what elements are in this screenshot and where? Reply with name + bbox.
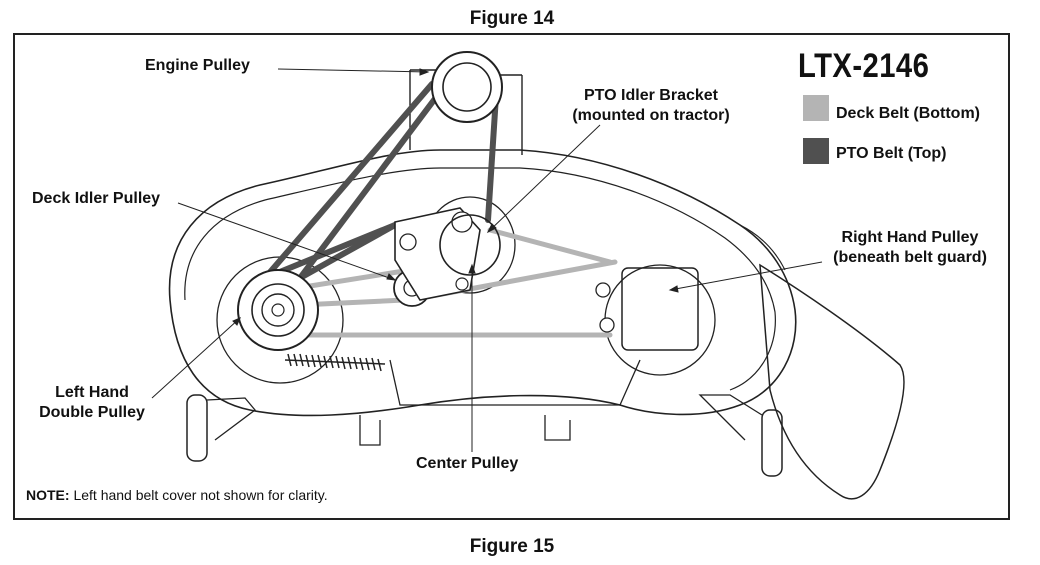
note-body: Left hand belt cover not shown for clari… xyxy=(69,487,328,503)
label-left-hand-double-pulley-line2: Double Pulley xyxy=(39,404,145,421)
label-right-hand-pulley: Right Hand Pulley (beneath belt guard) xyxy=(820,228,1000,268)
label-pto-idler-bracket: PTO Idler Bracket (mounted on tractor) xyxy=(556,86,746,126)
label-left-hand-double-pulley: Left Hand Double Pulley xyxy=(30,383,154,423)
front-hitch-right xyxy=(544,415,571,441)
left-gauge-wheel xyxy=(186,394,208,462)
pto-belt xyxy=(262,81,499,281)
front-hitch-left xyxy=(359,415,381,446)
legend-swatch-pto-belt xyxy=(803,138,829,164)
leader-deck-idler-pulley xyxy=(177,202,396,281)
right-gauge-wheel xyxy=(761,409,783,477)
label-left-hand-double-pulley-line1: Left Hand xyxy=(55,384,129,401)
figure-caption-top: Figure 14 xyxy=(469,8,555,29)
tension-spring xyxy=(284,353,386,372)
label-right-hand-pulley-line2: (beneath belt guard) xyxy=(833,249,987,266)
label-pto-idler-bracket-line1: PTO Idler Bracket xyxy=(584,87,718,104)
leader-left-hand-double-pulley xyxy=(151,317,241,399)
leader-pto-idler-bracket xyxy=(487,124,601,233)
note-prefix: NOTE: xyxy=(26,487,70,503)
right-pulley-bolt-bottom xyxy=(599,317,615,333)
deck-inner-outline xyxy=(184,167,776,391)
model-number: LTX-2146 xyxy=(798,47,930,85)
label-center-pulley: Center Pulley xyxy=(416,455,519,472)
figure-caption-bottom: Figure 15 xyxy=(469,536,555,557)
legend-label-deck-belt: Deck Belt (Bottom) xyxy=(836,105,981,122)
leader-right-hand-pulley xyxy=(669,261,823,291)
deck-rim-right xyxy=(739,224,786,271)
pto-idler-bracket xyxy=(394,207,481,301)
left-hand-double-pulley xyxy=(237,269,319,351)
diagram-frame xyxy=(13,33,1010,520)
label-deck-idler-pulley: Deck Idler Pulley xyxy=(32,190,161,207)
leader-engine-pulley xyxy=(277,68,429,73)
discharge-chute xyxy=(759,263,905,500)
center-pulley xyxy=(439,214,501,276)
engine-pulley xyxy=(431,51,503,123)
right-belt-guard xyxy=(621,267,699,351)
deck-crossbar xyxy=(389,359,641,406)
deck-outline xyxy=(168,149,797,417)
label-pto-idler-bracket-line2: (mounted on tractor) xyxy=(572,107,730,124)
label-engine-pulley: Engine Pulley xyxy=(145,57,250,74)
right-pulley-bolt-top xyxy=(595,282,611,298)
legend-label-pto-belt: PTO Belt (Top) xyxy=(836,145,947,162)
legend-swatch-deck-belt xyxy=(803,95,829,121)
label-right-hand-pulley-line1: Right Hand Pulley xyxy=(841,229,979,246)
note-text: NOTE: Left hand belt cover not shown for… xyxy=(26,487,328,503)
